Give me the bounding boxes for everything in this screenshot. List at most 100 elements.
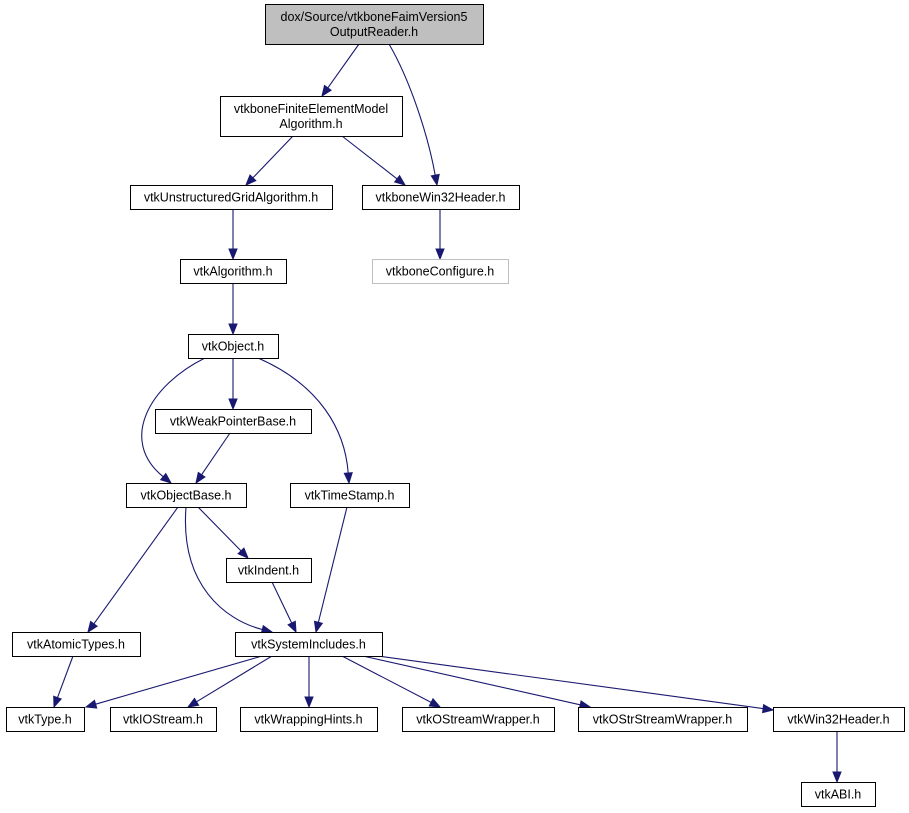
arrowhead-icon <box>228 323 238 336</box>
edge-weak-to-objbase <box>195 432 231 485</box>
node-timestamp[interactable]: vtkTimeStamp.h <box>290 483 410 508</box>
edge-line <box>184 506 263 631</box>
node-label: vtkboneConfigure.h <box>386 265 494 279</box>
node-objbase[interactable]: vtkObjectBase.h <box>126 483 247 508</box>
node-box <box>220 96 403 137</box>
node-box <box>6 707 85 732</box>
node-iostream[interactable]: vtkIOStream.h <box>110 707 217 732</box>
node-label: vtkType.h <box>18 713 72 727</box>
arrowhead-icon <box>832 771 842 784</box>
node-obj[interactable]: vtkObject.h <box>188 334 279 359</box>
arrowhead-icon <box>237 547 249 559</box>
node-box <box>265 4 484 45</box>
node-sysinc[interactable]: vtkSystemIncludes.h <box>235 632 383 657</box>
node-label: vtkWrappingHints.h <box>254 713 362 727</box>
edge-line <box>327 43 360 89</box>
arrowhead-icon <box>321 84 332 98</box>
node-label: vtkObject.h <box>202 340 265 354</box>
arrowhead-icon <box>53 695 63 709</box>
edges-layer <box>53 43 842 784</box>
edge-obj-to-timestamp <box>257 357 353 485</box>
node-box <box>130 185 333 210</box>
node-label: vtkObjectBase.h <box>140 489 231 503</box>
node-box <box>372 259 509 284</box>
edge-timestamp-to-sysinc <box>313 506 348 634</box>
edge-ugalg-to-alg <box>228 209 238 261</box>
node-label: vtkOStreamWrapper.h <box>416 713 539 727</box>
node-type[interactable]: vtkType.h <box>6 707 85 732</box>
arrowhead-icon <box>245 174 257 186</box>
arrowhead-icon <box>313 620 324 634</box>
edge-sysinc-to-wrap <box>304 656 314 709</box>
node-label: vtkTimeStamp.h <box>305 489 395 503</box>
node-ostr[interactable]: vtkOStrStreamWrapper.h <box>578 707 748 732</box>
arrowhead-icon <box>159 472 173 484</box>
edge-sysinc-to-iostream <box>186 655 273 708</box>
edge-objbase-to-atomic <box>87 506 179 634</box>
edge-objbase-to-indent <box>197 506 249 559</box>
node-label: vtkAtomicTypes.h <box>27 638 125 652</box>
node-box <box>402 707 555 732</box>
node-label: vtkOStrStreamWrapper.h <box>593 713 732 727</box>
edge-line <box>257 357 349 474</box>
node-box <box>578 707 748 732</box>
edge-line <box>362 655 581 706</box>
arrowhead-icon <box>393 174 407 186</box>
arrowhead-icon <box>430 173 440 187</box>
edge-fem-to-ugalg <box>245 135 294 186</box>
edge-line <box>341 655 432 703</box>
node-weak[interactable]: vtkWeakPointerBase.h <box>155 409 312 434</box>
arrowhead-icon <box>195 471 206 485</box>
node-box <box>12 632 141 657</box>
edge-line <box>388 43 436 176</box>
node-label: vtkWeakPointerBase.h <box>170 415 296 429</box>
arrowhead-icon <box>435 248 445 261</box>
node-indent[interactable]: vtkIndent.h <box>226 558 312 583</box>
node-ugalg[interactable]: vtkUnstructuredGridAlgorithm.h <box>130 185 333 210</box>
node-label: vtkboneFiniteElementModel <box>234 102 388 116</box>
arrowhead-icon <box>228 248 238 261</box>
edge-line <box>377 655 764 710</box>
edge-line <box>56 655 74 698</box>
node-boneconf[interactable]: vtkboneConfigure.h <box>372 259 509 284</box>
arrowhead-icon <box>228 398 238 411</box>
node-box <box>235 632 383 657</box>
node-label: vtkboneWin32Header.h <box>376 191 506 205</box>
node-label: vtkAlgorithm.h <box>193 265 272 279</box>
node-root[interactable]: dox/Source/vtkboneFaimVersion5OutputRead… <box>265 4 484 45</box>
node-abi[interactable]: vtkABI.h <box>801 782 876 807</box>
edge-win32-to-abi <box>832 731 842 784</box>
edge-indent-to-sysinc <box>271 581 297 634</box>
node-box <box>773 707 905 732</box>
edge-line <box>317 506 348 623</box>
node-box <box>801 782 876 807</box>
node-ostream[interactable]: vtkOStreamWrapper.h <box>402 707 555 732</box>
node-atomic[interactable]: vtkAtomicTypes.h <box>12 632 141 657</box>
edge-sysinc-to-ostream <box>341 655 442 708</box>
node-win32[interactable]: vtkWin32Header.h <box>773 707 905 732</box>
edge-win32bone-to-boneconf <box>435 209 445 261</box>
node-box <box>290 483 410 508</box>
edge-root-to-win32bone <box>388 43 440 187</box>
node-label: Algorithm.h <box>279 117 342 131</box>
node-box <box>155 409 312 434</box>
node-label: vtkABI.h <box>815 788 862 802</box>
arrowhead-icon <box>84 699 98 709</box>
arrowhead-icon <box>304 696 314 709</box>
edge-line <box>95 655 263 705</box>
arrowhead-icon <box>762 703 775 714</box>
edge-line <box>141 357 206 478</box>
node-wrap[interactable]: vtkWrappingHints.h <box>240 707 378 732</box>
node-label: dox/Source/vtkboneFaimVersion5 <box>281 10 468 24</box>
edge-line <box>93 506 179 625</box>
node-label: vtkWin32Header.h <box>787 713 889 727</box>
node-box <box>240 707 378 732</box>
arrowhead-icon <box>287 620 297 634</box>
edge-line <box>196 655 273 703</box>
edge-line <box>197 506 242 552</box>
node-alg[interactable]: vtkAlgorithm.h <box>180 259 287 284</box>
node-box <box>362 185 520 210</box>
node-win32bone[interactable]: vtkboneWin32Header.h <box>362 185 520 210</box>
